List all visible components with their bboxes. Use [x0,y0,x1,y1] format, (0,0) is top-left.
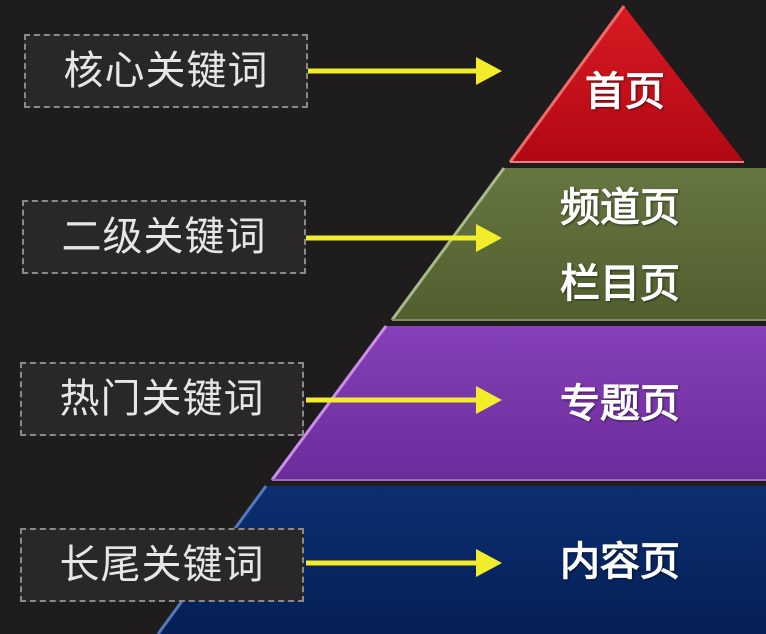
pyramid-layer-1-edge [508,5,626,163]
pyramid-layer-1 [510,6,744,162]
keyword-label-core: 核心关键词 [63,48,269,94]
arrow-row-2 [306,224,502,252]
layer-3-page-topic: 专题页 [560,381,680,427]
arrow-row-3 [306,386,502,414]
keyword-label-hot: 热门关键词 [59,376,265,422]
keyword-label-secondary: 二级关键词 [61,214,267,260]
keyword-box-longtail: 长尾关键词 [20,528,304,602]
pyramid-layer-4 [158,486,766,634]
arrow-row-1 [308,57,502,85]
keyword-box-core: 核心关键词 [24,34,308,108]
pyramid-layer-2 [392,168,766,320]
keyword-box-secondary: 二级关键词 [22,200,306,274]
layer-1-page-home: 首页 [585,69,665,115]
arrow-row-4 [306,549,502,577]
keyword-box-hot: 热门关键词 [20,362,304,436]
pyramid-layer-3 [272,326,766,480]
pyramid-layer-2-edge [390,167,506,321]
layer-4-page-content: 内容页 [560,539,680,585]
keyword-label-longtail: 长尾关键词 [59,542,265,588]
pyramid-layer-3-edge [270,325,388,481]
layer-2-page-column: 栏目页 [560,261,680,307]
layer-2-page-channel: 频道页 [560,185,680,231]
